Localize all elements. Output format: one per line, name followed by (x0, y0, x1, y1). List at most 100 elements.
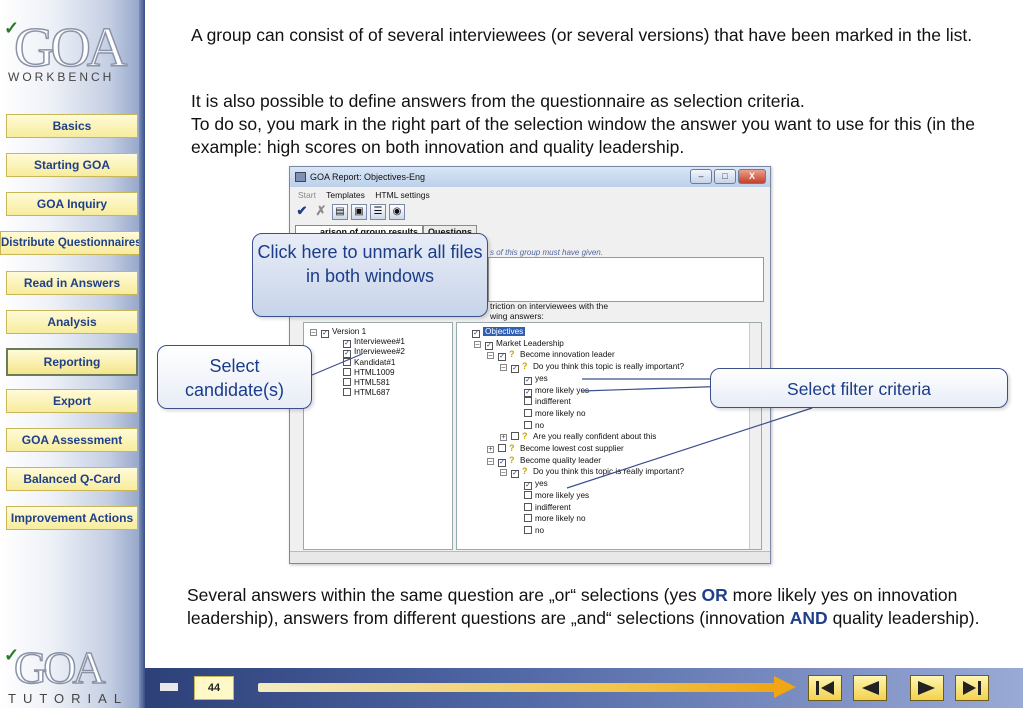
checkbox[interactable] (524, 420, 532, 429)
close-button[interactable]: X (738, 169, 766, 184)
checkbox[interactable] (343, 378, 351, 386)
tree-row[interactable]: more likely no (513, 513, 586, 524)
tree-row[interactable]: HTML581 (332, 377, 390, 388)
checkbox[interactable] (524, 502, 532, 511)
tree-row[interactable]: ✓Objectives (461, 326, 526, 338)
tree-row[interactable]: ✓yes (513, 373, 548, 385)
menu-templates[interactable]: Templates (326, 190, 365, 200)
first-page-button[interactable] (808, 675, 842, 701)
checkbox[interactable]: ✓ (498, 353, 506, 362)
collapse-icon[interactable]: – (474, 340, 481, 348)
question-icon: ? (522, 466, 528, 477)
tree-row[interactable]: ✓yes (513, 478, 548, 491)
save-icon[interactable]: ▣ (351, 204, 367, 220)
tree-row[interactable]: more likely no (513, 408, 586, 419)
nav-reporting[interactable]: Reporting (6, 348, 138, 376)
tree-row[interactable]: +? Are you really confident about this (500, 431, 656, 442)
checkbox[interactable] (343, 357, 351, 366)
collapse-icon[interactable]: – (310, 329, 317, 336)
unmark-all-icon[interactable]: ✗ (315, 203, 327, 218)
report-icon[interactable]: ▤ (332, 204, 348, 220)
tree-row[interactable]: –✓Market Leadership (474, 338, 564, 350)
nav-starting-goa[interactable]: Starting GOA (6, 153, 138, 177)
previous-page-button[interactable] (853, 675, 887, 701)
collapse-icon[interactable]: – (487, 457, 494, 465)
checkbox[interactable]: ✓ (321, 330, 329, 338)
last-page-button[interactable] (955, 675, 989, 701)
tree-label: HTML1009 (354, 367, 395, 377)
tree-label: Are you really confident about this (533, 432, 657, 442)
nav-export[interactable]: Export (6, 389, 138, 413)
collapse-icon[interactable]: – (500, 469, 507, 477)
tree-row[interactable]: –✓?Do you think this topic is really imp… (500, 361, 684, 374)
tree-label: more likely yes (535, 490, 590, 500)
text-run: quality leadership). (827, 608, 980, 628)
nav-improvement-actions[interactable]: Improvement Actions (6, 506, 138, 530)
checkbox[interactable] (511, 432, 519, 441)
tree-row[interactable]: no (513, 420, 544, 431)
window-menubar: Start Templates HTML settings (290, 187, 770, 203)
collapse-icon[interactable]: – (487, 352, 494, 360)
tree-label: indifferent (535, 502, 571, 512)
nav-distribute-questionnaires[interactable]: Distribute Questionnaires (0, 231, 140, 255)
collapse-icon[interactable]: – (500, 364, 507, 372)
tree-row[interactable]: –✓Version 1 (310, 326, 366, 338)
list-icon[interactable]: ☰ (370, 204, 386, 220)
tree-row[interactable]: HTML687 (332, 387, 390, 398)
menu-html-settings[interactable]: HTML settings (375, 190, 430, 200)
nav-read-in-answers[interactable]: Read in Answers (6, 271, 138, 295)
checkbox[interactable] (498, 444, 506, 452)
checkbox[interactable]: ✓ (524, 376, 532, 385)
nav-analysis[interactable]: Analysis (6, 310, 138, 334)
checkbox[interactable]: ✓ (472, 330, 480, 338)
checkbox[interactable] (343, 367, 351, 376)
maximize-button[interactable]: □ (714, 169, 736, 184)
tree-row[interactable]: +?Become lowest cost supplier (487, 443, 624, 454)
tree-label: Become quality leader (520, 455, 602, 465)
nav-basics[interactable]: Basics (6, 114, 138, 138)
tree-row[interactable]: more likely yes (513, 490, 589, 501)
menu-start[interactable]: Start (298, 190, 316, 200)
callout-filter-criteria: Select filter criteria (710, 368, 1008, 408)
criteria-textbox[interactable] (488, 257, 764, 302)
tree-row[interactable]: –✓?Become innovation leader (487, 349, 615, 362)
tree-row[interactable]: –✓?Do you think this topic is really imp… (500, 466, 684, 479)
next-page-icon (918, 681, 935, 695)
mark-all-icon[interactable]: ✔ (296, 203, 308, 218)
nav-goa-inquiry[interactable]: GOA Inquiry (6, 192, 138, 216)
nav-balanced-q-card[interactable]: Balanced Q-Card (6, 467, 138, 491)
tree-row[interactable]: indifferent (513, 502, 571, 513)
tree-row[interactable]: ✓more likely yes (513, 385, 589, 397)
checkbox[interactable]: ✓ (511, 470, 519, 479)
answer-tree[interactable]: ✓Objectives–✓Market Leadership–✓?Become … (456, 322, 762, 550)
checkbox[interactable]: ✓ (343, 340, 351, 349)
checkbox[interactable]: ✓ (485, 341, 493, 350)
scrollbar[interactable] (749, 323, 761, 549)
question-icon: ? (522, 431, 528, 442)
next-page-button[interactable] (910, 675, 944, 701)
checkbox[interactable] (524, 514, 532, 523)
tutorial-logo: ✓ GOA TUTORIAL (4, 644, 144, 707)
tree-row[interactable]: indifferent (513, 396, 571, 407)
tree-label: Market Leadership (496, 338, 564, 348)
tree-row[interactable]: –✓?Become quality leader (487, 455, 602, 467)
expand-icon[interactable]: + (487, 446, 494, 453)
restriction-label: triction on interviewees with the wing a… (490, 301, 608, 321)
checkbox[interactable] (524, 525, 532, 534)
checkbox[interactable]: ✓ (524, 388, 532, 397)
browser-icon[interactable]: ◉ (389, 204, 405, 220)
minimize-button[interactable]: – (690, 169, 712, 184)
checkbox[interactable] (524, 490, 532, 499)
checkbox[interactable]: ✓ (498, 458, 506, 467)
nav-goa-assessment[interactable]: GOA Assessment (6, 428, 138, 452)
checkbox[interactable]: ✓ (511, 365, 519, 374)
and-emphasis: AND (789, 608, 828, 628)
checkbox[interactable]: ✓ (524, 482, 532, 491)
tree-row[interactable]: no (513, 525, 544, 536)
expand-icon[interactable]: + (500, 434, 507, 442)
checkbox[interactable] (524, 397, 532, 406)
checkbox[interactable] (524, 408, 532, 417)
checkbox[interactable] (343, 388, 351, 397)
tree-row[interactable]: ✓Interviewee#1 (332, 336, 405, 349)
